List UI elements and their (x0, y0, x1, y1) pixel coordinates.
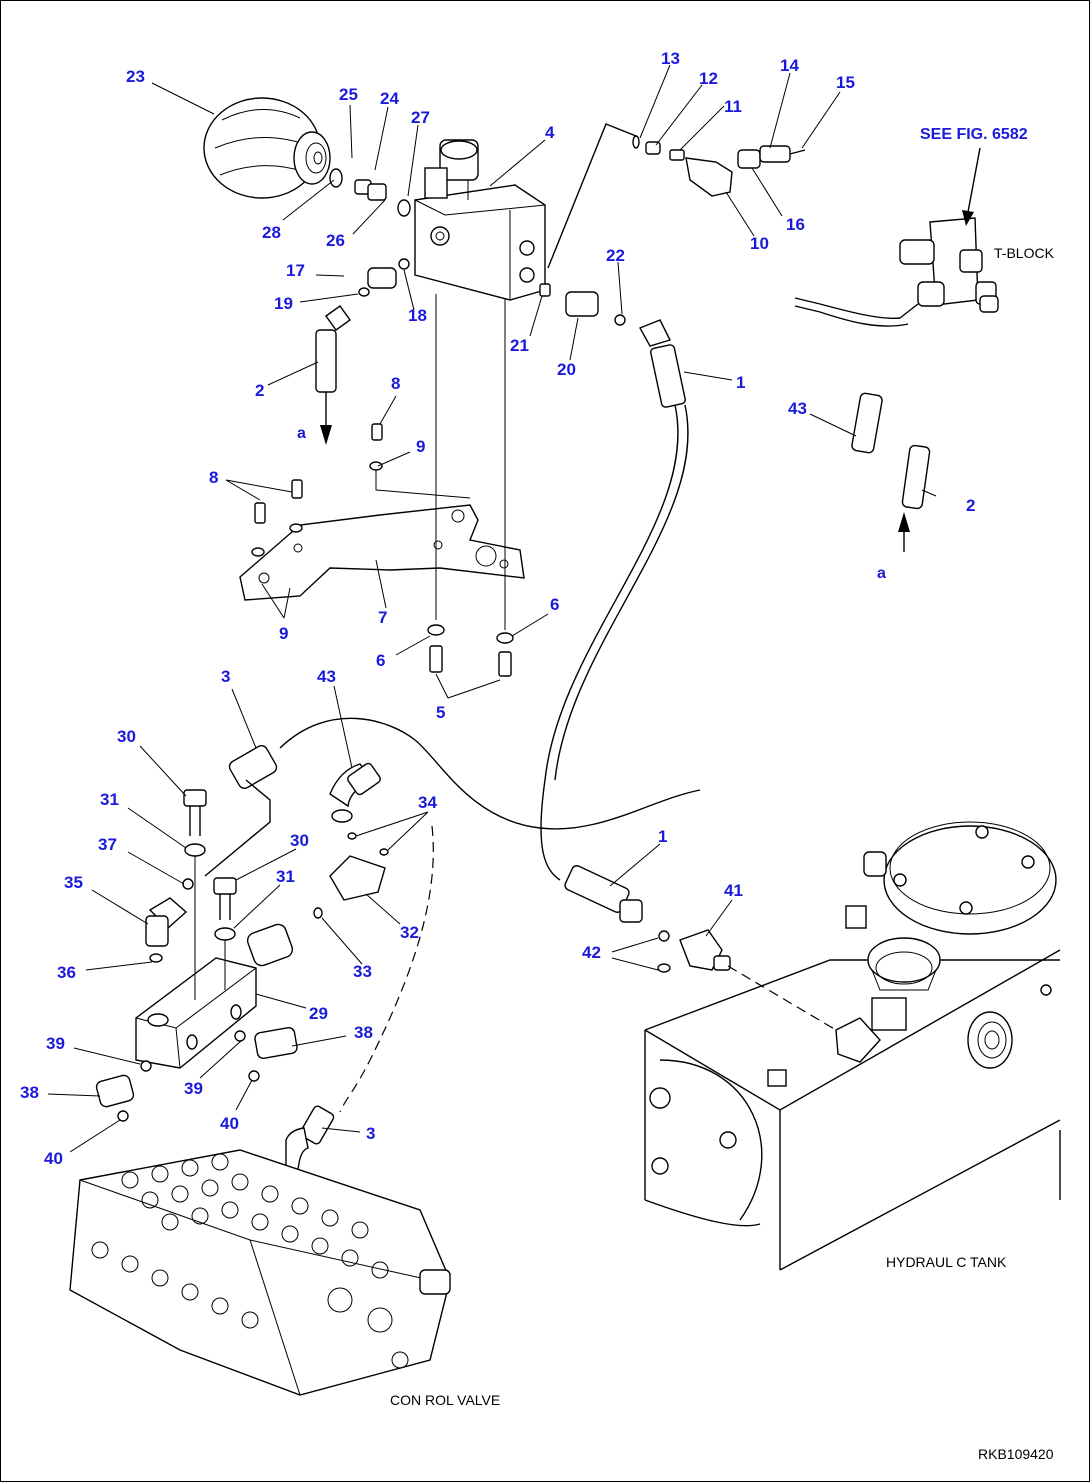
callout-30: 30 (290, 831, 309, 850)
control-valve-label: CON ROL VALVE (390, 1392, 500, 1408)
callout-1: 1 (736, 373, 745, 392)
callout-9: 9 (416, 437, 425, 456)
callout-43: 43 (788, 399, 807, 418)
callout-27: 27 (411, 108, 430, 127)
callout-43: 43 (317, 667, 336, 686)
callout-35: 35 (64, 873, 83, 892)
callout-17: 17 (286, 261, 305, 280)
callout-25: 25 (339, 85, 358, 104)
callout-2: 2 (255, 381, 264, 400)
callout-15: 15 (836, 73, 855, 92)
callout-26: 26 (326, 231, 345, 250)
leader-lines (47, 64, 937, 1153)
callout-8: 8 (209, 468, 218, 487)
callout-18: 18 (408, 306, 427, 325)
control-valve (69, 1149, 451, 1396)
callout-36: 36 (57, 963, 76, 982)
callout-2: 2 (966, 496, 975, 515)
callout-40: 40 (44, 1149, 63, 1168)
callout-16: 16 (786, 215, 805, 234)
callout-23: 23 (126, 67, 145, 86)
hoses-right (851, 392, 931, 552)
callout-4: 4 (545, 123, 555, 142)
t-block-assembly (794, 217, 999, 327)
callout-7: 7 (378, 608, 387, 627)
fittings-top-right (632, 135, 806, 197)
see-figure-reference: SEE FIG. 6582 (920, 126, 1028, 143)
connection-label-a-left: a (297, 425, 306, 442)
t-block-label: T-BLOCK (994, 245, 1055, 261)
callout-5: 5 (436, 703, 445, 722)
callout-31: 31 (100, 790, 119, 809)
callout-30: 30 (117, 727, 136, 746)
callout-33: 33 (353, 962, 372, 981)
callout-39: 39 (184, 1079, 203, 1098)
callout-34: 34 (418, 793, 437, 812)
manifold-assembly (95, 717, 701, 1171)
callout-28: 28 (262, 223, 281, 242)
mounting-bracket (239, 294, 525, 677)
callout-38: 38 (354, 1023, 373, 1042)
callout-12: 12 (699, 69, 718, 88)
pump-motor-assembly (203, 97, 411, 217)
callout-20: 20 (557, 360, 576, 379)
callout-40: 40 (220, 1114, 239, 1133)
callout-3: 3 (366, 1124, 375, 1143)
callout-29: 29 (309, 1004, 328, 1023)
tank-fittings (564, 865, 837, 1031)
callout-42: 42 (582, 943, 601, 962)
callout-11: 11 (724, 97, 742, 116)
drawing-number: RKB109420 (978, 1446, 1054, 1462)
callout-24: 24 (380, 89, 399, 108)
right-fitting-and-hose (539, 283, 689, 881)
hydraulic-tank (644, 821, 1061, 1271)
callout-10: 10 (750, 234, 769, 253)
callout-37: 37 (98, 835, 117, 854)
callout-8: 8 (391, 374, 400, 393)
callout-41: 41 (724, 881, 743, 900)
callout-32: 32 (400, 923, 419, 942)
callout-1: 1 (658, 827, 667, 846)
solenoid-valve-block (414, 139, 546, 301)
callout-6: 6 (376, 651, 385, 670)
callout-14: 14 (780, 56, 799, 75)
callout-13: 13 (661, 49, 680, 68)
callout-9: 9 (279, 624, 288, 643)
callout-38: 38 (20, 1083, 39, 1102)
left-fitting-and-hose (315, 258, 410, 445)
connection-label-a-right: a (877, 565, 886, 582)
callout-39: 39 (46, 1034, 65, 1053)
callout-31: 31 (276, 867, 295, 886)
callout-19: 19 (274, 294, 293, 313)
hydraulic-tank-label: HYDRAUL C TANK (886, 1254, 1007, 1270)
callout-21: 21 (510, 336, 529, 355)
callout-3: 3 (221, 667, 230, 686)
callout-22: 22 (606, 246, 625, 265)
callout-6: 6 (550, 595, 559, 614)
